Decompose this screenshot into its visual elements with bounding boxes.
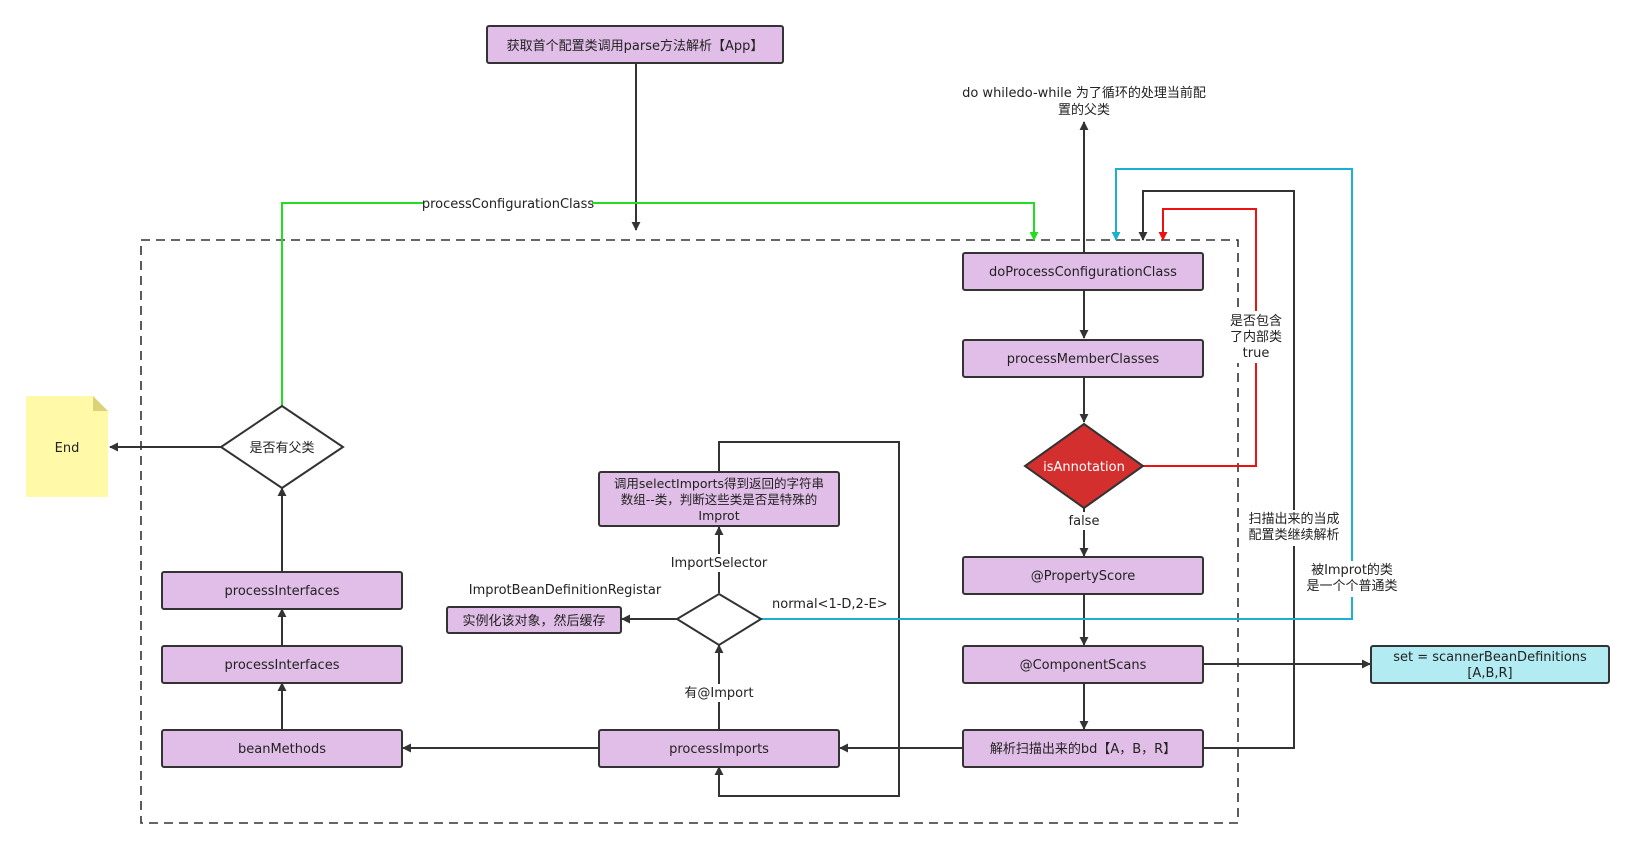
do-process-node[interactable] [962, 252, 1204, 291]
normal-import-label-line1: 被Improt的类 [1311, 562, 1393, 578]
connector-process-config-loop [281, 202, 1039, 406]
process-imports-label: processImports [669, 742, 769, 757]
rescan-label-line1: 扫描出来的当成 [1248, 511, 1339, 527]
select-imports-line2: 数组--类，判断这些类是否是特殊的 [621, 492, 818, 507]
has-import-label: 有@Import [684, 686, 753, 701]
process-interfaces-upper-node[interactable] [161, 571, 403, 610]
end-note-fold [93, 396, 108, 411]
instantiate-label: 实例化该对象，然后缓存 [462, 613, 605, 629]
false-label: false [1069, 514, 1100, 529]
bean-methods-node[interactable] [161, 729, 403, 768]
normal-branch-label: normal<1-D,2-E> [772, 597, 888, 612]
end-note[interactable] [26, 396, 108, 497]
end-note-label: End [55, 441, 80, 456]
rescan-label-bg [1246, 510, 1342, 546]
process-imports-node[interactable] [598, 729, 840, 768]
has-parent-decision[interactable] [219, 404, 345, 490]
dashed-loop-container [140, 239, 1239, 824]
bean-methods-label: beanMethods [238, 742, 326, 757]
start-node[interactable] [486, 25, 784, 64]
do-while-label-line2: 置的父类 [1058, 102, 1110, 118]
select-imports-line3: Improt [698, 508, 739, 523]
member-classes-node[interactable] [962, 339, 1204, 378]
connector-inner-class-loop [1142, 208, 1257, 467]
has-parent-label: 是否有父类 [249, 441, 314, 456]
process-config-label-bg [424, 194, 592, 212]
normal-import-label-line2: 是一个个普通类 [1306, 579, 1397, 594]
inner-class-label-bg [1226, 311, 1286, 363]
component-scans-label: @ComponentScans [1020, 658, 1147, 673]
parse-bd-node[interactable] [962, 729, 1204, 768]
connector-rescan-loop [1138, 190, 1295, 749]
process-config-label: processConfigurationClass [422, 197, 595, 212]
import-selector-label-bg [666, 554, 772, 572]
member-classes-label: processMemberClasses [1007, 352, 1160, 367]
scanner-result-line2: [A,B,R] [1467, 666, 1512, 681]
instantiate-node[interactable] [446, 606, 622, 634]
scanner-result-node[interactable] [1370, 645, 1610, 684]
rescan-label-line2: 配置类继续解析 [1248, 528, 1339, 543]
is-annotation-label: isAnnotation [1043, 460, 1125, 475]
select-imports-line1: 调用selectImports得到返回的字符串 [614, 476, 824, 491]
inner-class-label-line2: 了内部类 [1230, 329, 1282, 345]
import-selector-label: ImportSelector [671, 556, 768, 571]
is-annotation-decision[interactable] [1023, 422, 1145, 510]
select-imports-node[interactable] [598, 471, 840, 527]
scanner-result-line1: set = scannerBeanDefinitions [1393, 650, 1587, 665]
normal-import-label-bg [1302, 561, 1402, 597]
import-type-decision[interactable] [675, 592, 763, 647]
process-interfaces-lower-node[interactable] [161, 645, 403, 684]
process-interfaces-lower-label: processInterfaces [225, 658, 340, 673]
process-interfaces-upper-label: processInterfaces [225, 584, 340, 599]
import-registrar-label: ImprotBeanDefinitionRegistar [469, 583, 662, 598]
property-score-label: @PropertyScore [1031, 569, 1135, 584]
parse-bd-label: 解析扫描出来的bd【A，B，R】 [990, 741, 1176, 757]
do-process-label: doProcessConfigurationClass [989, 265, 1177, 280]
false-label-bg [1064, 512, 1104, 530]
has-import-label-bg [680, 684, 758, 702]
component-scans-node[interactable] [962, 645, 1204, 684]
connector-normal-import-loop [761, 168, 1353, 620]
property-score-node[interactable] [962, 556, 1204, 595]
inner-class-label-line1: 是否包含 [1230, 313, 1282, 329]
start-node-label: 获取首个配置类调用parse方法解析【App】 [507, 38, 764, 54]
do-while-label-line1: do whiledo-while 为了循环的处理当前配 [962, 85, 1206, 101]
inner-class-label-line3: true [1243, 346, 1270, 361]
